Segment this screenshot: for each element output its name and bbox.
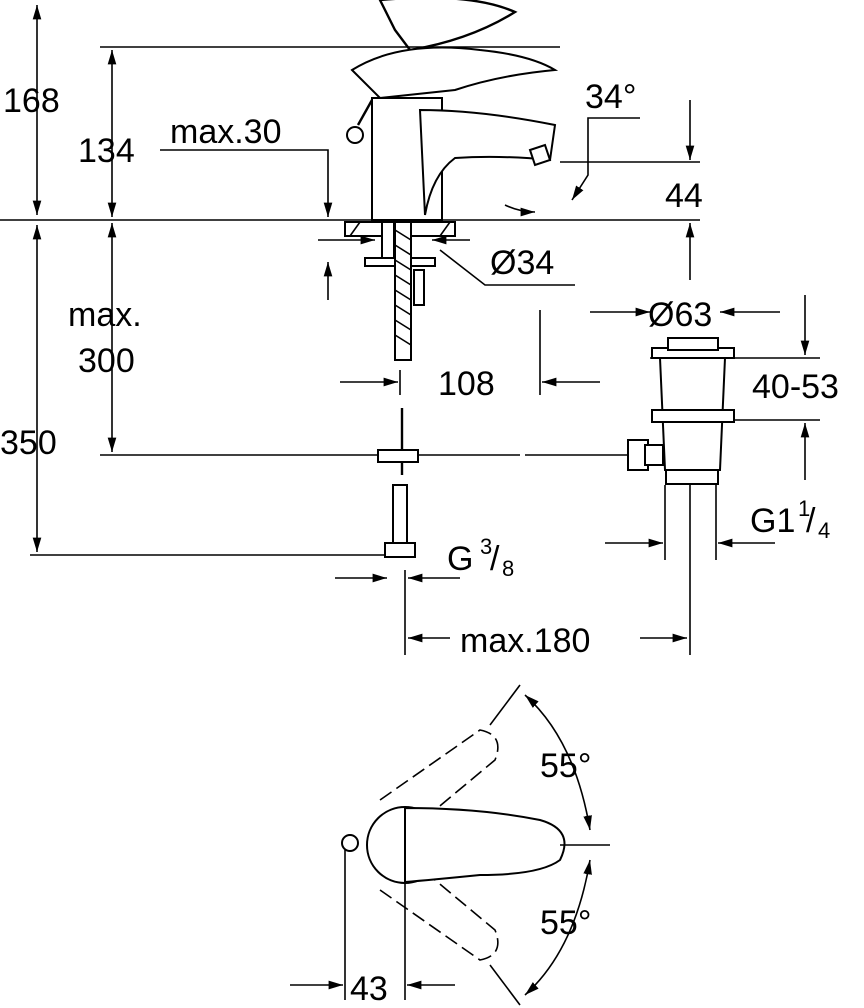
- thread-den: 8: [502, 556, 514, 581]
- label-43: 43: [350, 970, 388, 1008]
- fraction-slash: /: [490, 540, 500, 578]
- thread-num: 3: [480, 534, 492, 559]
- label-max-180: max.180: [460, 622, 590, 660]
- pop-up-drain: [627, 337, 735, 485]
- label-max: max.: [68, 296, 142, 334]
- label-max-30: max.30: [170, 113, 282, 151]
- label-350: 350: [0, 424, 57, 462]
- label-34-degrees: 34°: [585, 78, 636, 116]
- reference-lines: [0, 46, 820, 655]
- label-diameter-63: Ø63: [648, 296, 712, 334]
- faucet-side-view: [344, 0, 559, 558]
- label-55-degrees-bottom: 55°: [540, 904, 591, 942]
- thread-den: 4: [818, 518, 830, 543]
- label-diameter-34: Ø34: [490, 244, 554, 282]
- dimension-arrows: [32, 4, 810, 643]
- thread-num: 1: [798, 496, 810, 521]
- thread-main: G: [447, 540, 473, 578]
- fraction-slash: /: [806, 502, 816, 540]
- label-g-3-8: G 3 / 8: [447, 534, 514, 581]
- label-300: 300: [78, 342, 135, 380]
- faucet-top-view: [290, 684, 610, 1006]
- label-168: 168: [3, 82, 60, 120]
- label-g1-1-4: G1 1 / 4: [750, 496, 830, 543]
- label-134: 134: [78, 132, 135, 170]
- label-40-53: 40-53: [752, 368, 839, 406]
- thread-main: G1: [750, 502, 795, 540]
- label-108: 108: [438, 365, 495, 403]
- label-44: 44: [665, 177, 703, 215]
- label-55-degrees-top: 55°: [540, 747, 591, 785]
